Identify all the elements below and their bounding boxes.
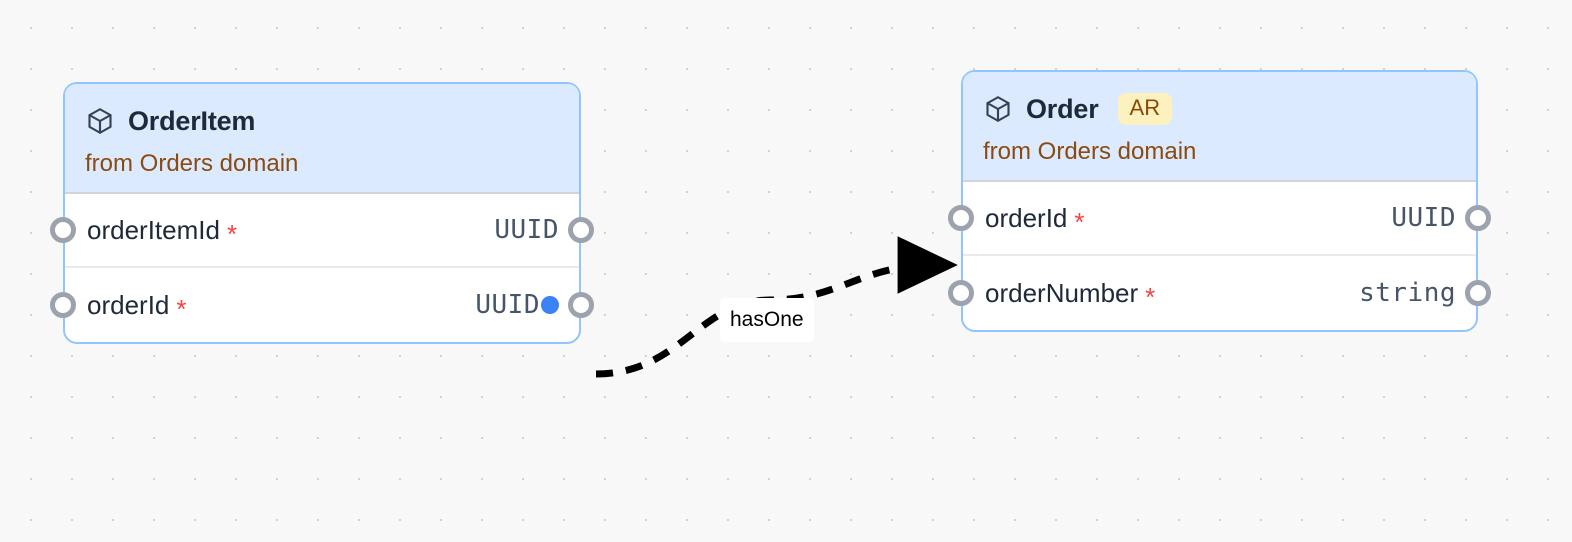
node-subtitle: from Orders domain [85, 150, 299, 177]
node-subtitle: from Orders domain [983, 138, 1197, 165]
field-handle-left[interactable] [948, 280, 974, 306]
required-marker: * [1074, 206, 1085, 237]
field-handle-left[interactable] [50, 292, 76, 318]
node-title-row: Order AR [983, 90, 1456, 128]
field-type: UUID [494, 215, 559, 245]
field-handle-right[interactable] [568, 292, 594, 318]
field-handle-left[interactable] [948, 205, 974, 231]
field-handle-right[interactable] [1465, 205, 1491, 231]
node-header-order: Order AR from Orders domain [963, 72, 1476, 182]
field-type: string [1359, 278, 1456, 308]
node-title-row: OrderItem [85, 102, 559, 140]
node-header-orderitem: OrderItem from Orders domain [65, 84, 579, 194]
field-list-order: orderId * UUID orderNumber * string [948, 182, 1491, 330]
field-name: orderId * [985, 202, 1085, 237]
cube-icon [85, 106, 115, 136]
required-marker: * [226, 218, 238, 249]
field-name: orderNumber * [985, 277, 1156, 312]
entity-node-orderitem[interactable]: OrderItem from Orders domain orderItemId… [50, 82, 594, 344]
required-marker: * [1145, 281, 1156, 312]
field-type-wrap: string [1359, 278, 1456, 308]
field-row[interactable]: orderId * UUID [948, 182, 1491, 256]
edge-label-hasone[interactable]: hasOne [720, 298, 814, 342]
field-name: orderItemId * [87, 214, 238, 249]
field-handle-right[interactable] [1465, 280, 1491, 306]
field-row[interactable]: orderItemId * UUID [50, 194, 594, 268]
field-type-wrap: UUID [1391, 203, 1456, 233]
required-marker: * [176, 293, 187, 324]
field-type: UUID [1391, 203, 1456, 233]
field-type: UUID [475, 290, 540, 320]
node-title: OrderItem [128, 105, 256, 136]
field-name-text: orderId [985, 202, 1068, 233]
node-title: Order [1026, 93, 1099, 124]
field-list-orderitem: orderItemId * UUID orderId * UUID [50, 194, 594, 342]
field-row[interactable]: orderId * UUID [50, 268, 594, 342]
field-type-wrap: UUID [475, 290, 559, 320]
field-name-text: orderNumber [985, 277, 1139, 308]
field-name-text: orderId [87, 289, 170, 320]
foreign-key-dot [541, 296, 559, 314]
field-name: orderId * [87, 289, 187, 324]
field-handle-right[interactable] [568, 217, 594, 243]
status-badge-ar: AR [1117, 93, 1173, 125]
field-type-wrap: UUID [494, 215, 559, 245]
entity-node-order[interactable]: Order AR from Orders domain orderId * UU… [948, 70, 1491, 332]
field-name-text: orderItemId [87, 214, 220, 245]
cube-icon [983, 94, 1013, 124]
field-handle-left[interactable] [50, 217, 76, 243]
field-row[interactable]: orderNumber * string [948, 256, 1491, 330]
